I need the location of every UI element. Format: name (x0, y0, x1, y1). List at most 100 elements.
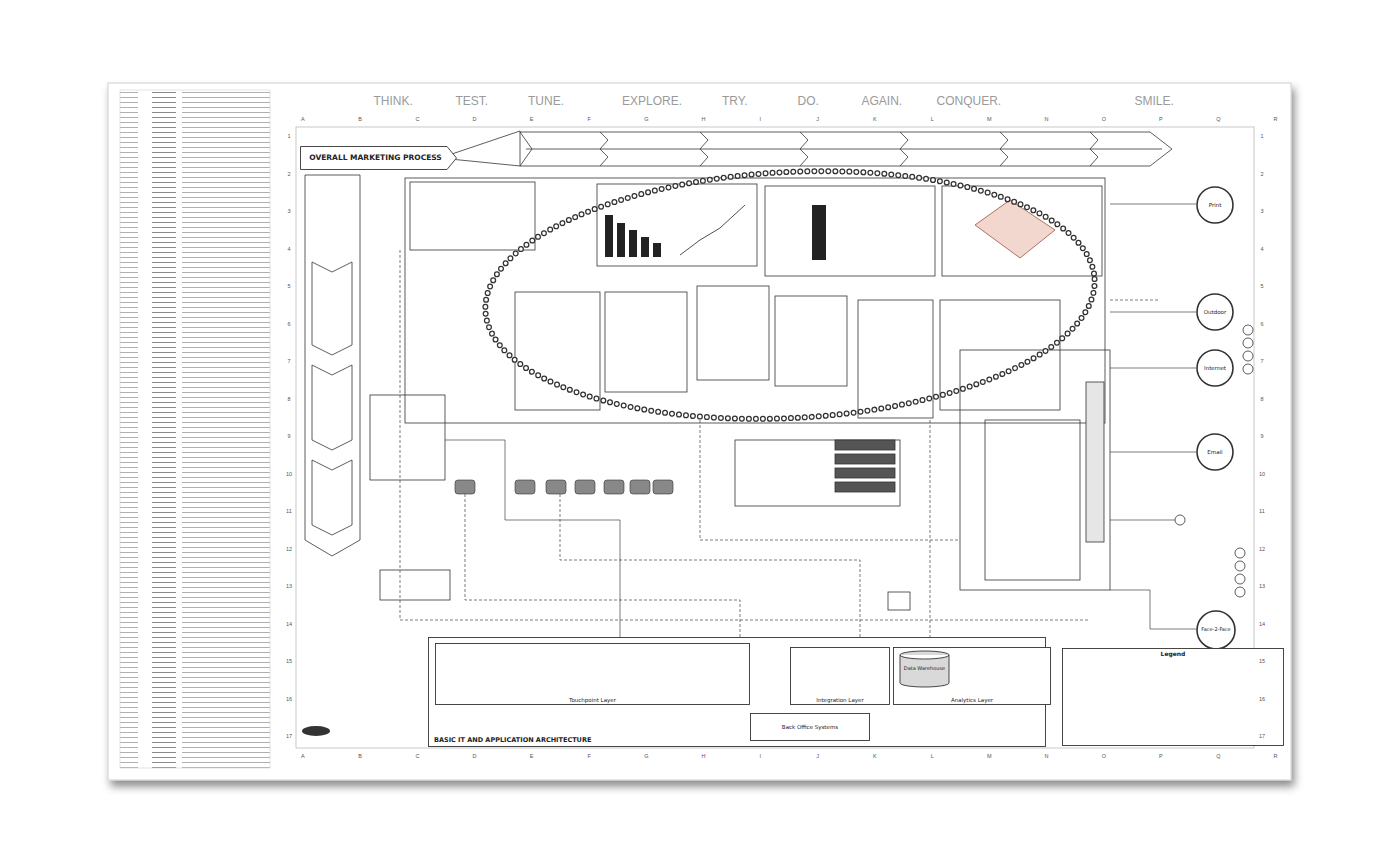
grid-letter: I (760, 117, 762, 123)
poster-sheet (108, 83, 1291, 780)
chain-outer (479, 156, 1101, 434)
grid-letter: B (358, 754, 362, 760)
grid-number: 10 (286, 472, 292, 478)
grid-number: 2 (1261, 172, 1264, 178)
grid-letter: K (873, 117, 877, 123)
grid-letter: R (1273, 754, 1277, 760)
step-box (630, 480, 650, 494)
grid-letter: A (301, 754, 305, 760)
grid-letter: P (1159, 117, 1163, 123)
box-outline (436, 644, 750, 705)
channel-circle: Face-2-Face (1196, 610, 1236, 650)
port-circle (1243, 364, 1253, 374)
layer-box: Analytics LayerData Warehouse (893, 647, 1051, 705)
grid-letter: R (1273, 117, 1277, 123)
channel-link (1110, 520, 1175, 521)
layer-box: Touchpoint Layer (435, 643, 750, 705)
port-circle (1235, 587, 1245, 597)
band-step (600, 132, 608, 166)
grid-letter: L (931, 117, 934, 123)
grid-letter: O (1102, 754, 1106, 760)
box-outline (894, 648, 1051, 705)
network-box (942, 186, 1102, 276)
process-box (410, 182, 535, 250)
band-step (1000, 132, 1008, 166)
step-box (653, 480, 673, 494)
flow-line (445, 440, 620, 637)
motto-word: EXPLORE. (622, 95, 682, 107)
layer-box-text: Touchpoint Layer (435, 697, 750, 703)
arrow-outline (301, 147, 457, 170)
legend-box: Legend (1062, 648, 1284, 746)
campaign-engine (960, 350, 1110, 590)
chart-bar (605, 215, 613, 257)
port-circle (1235, 548, 1245, 558)
grid-number: 6 (1261, 322, 1264, 328)
channel-link (1110, 590, 1196, 629)
phase-chevron (312, 262, 352, 355)
grid-letter: Q (1216, 754, 1220, 760)
grid-letter: P (1159, 754, 1163, 760)
grid-number: 17 (286, 734, 292, 740)
channel-circle: Internet (1196, 349, 1234, 387)
chart-bar (629, 230, 637, 257)
grid-letter: M (987, 117, 992, 123)
grid-number: 7 (288, 359, 291, 365)
logo (302, 726, 330, 736)
vertical-chevron (305, 175, 360, 556)
grid-number: 3 (288, 209, 291, 215)
bar-chart (605, 200, 1055, 260)
grid-number: 11 (286, 509, 292, 515)
port-circle (1235, 574, 1245, 584)
grid-number: 16 (286, 697, 292, 703)
process-area (405, 178, 1105, 423)
dashed-flows (400, 250, 1160, 637)
process-box (380, 570, 450, 600)
process-box (775, 296, 847, 386)
step-box (575, 480, 595, 494)
motto-word: SMILE. (1135, 95, 1174, 107)
circle-outline (1197, 434, 1233, 470)
grid-letter: D (473, 754, 477, 760)
grid-number: 9 (288, 434, 291, 440)
grid-number: 1 (288, 134, 291, 140)
grid-letter: M (987, 754, 992, 760)
process-box (605, 292, 687, 392)
band-step (1090, 132, 1098, 166)
grid-number: 12 (1259, 547, 1265, 553)
chart-bar (617, 223, 625, 257)
layer-box-outline (790, 647, 890, 705)
step-box (515, 480, 535, 494)
architecture-frame: BASIC IT AND APPLICATION ARCHITECTURETou… (428, 637, 1046, 747)
table-cell (835, 468, 895, 478)
process-box (697, 286, 769, 380)
legend-box-text: Legend (1062, 651, 1284, 658)
process-title-text: OVERALL MARKETING PROCESS (309, 154, 448, 163)
grid-number: 10 (1259, 472, 1265, 478)
grid-letter: J (816, 117, 819, 123)
channel-link (1110, 368, 1196, 369)
port-circle (1243, 338, 1253, 348)
box-outline (1063, 649, 1284, 746)
band-step (900, 132, 908, 166)
motto-word: AGAIN. (862, 95, 903, 107)
grid-number: 12 (286, 547, 292, 553)
channel-link (1110, 452, 1196, 453)
system-box: Back Office Systems (750, 713, 870, 741)
grid-letter: N (1045, 117, 1049, 123)
grid-number: 13 (286, 584, 292, 590)
solid-flows (445, 204, 1196, 637)
grid-number: 11 (1259, 509, 1265, 515)
grid-number: 7 (1261, 359, 1264, 365)
channel-circle: Print (1196, 186, 1234, 224)
grid-letter: F (588, 117, 591, 123)
motto-word: THINK. (374, 95, 413, 107)
circle-outline (1197, 350, 1233, 386)
system-box-text: Back Office Systems (782, 724, 838, 730)
grid-number: 17 (1259, 734, 1265, 740)
grid-letter: E (530, 754, 534, 760)
process-box (888, 592, 910, 610)
database-cylinder-text: Data Warehouse (904, 666, 945, 672)
band-step (800, 132, 808, 166)
channel-link (1110, 312, 1196, 313)
